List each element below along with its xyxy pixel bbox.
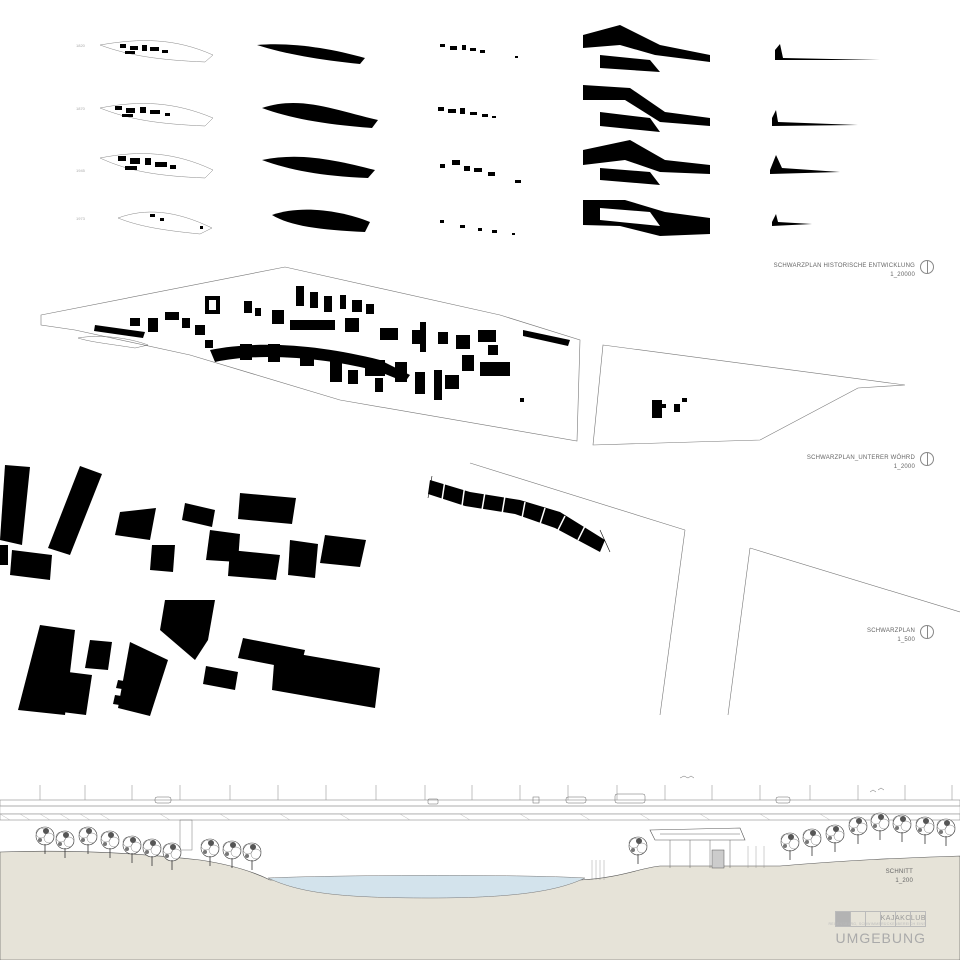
- year-label-4: 1973: [76, 216, 85, 221]
- label-island-scale: 1_2000: [893, 464, 915, 470]
- label-section-scale: 1_200: [895, 878, 913, 884]
- label-island-title: SCHWARZPLAN_UNTERER WÖHRD: [806, 455, 915, 461]
- river-1: [583, 25, 710, 62]
- section-drawing: [0, 775, 960, 960]
- historic-row-4: [117, 200, 812, 236]
- sheet-box: [910, 911, 926, 927]
- island-east-buildings: [652, 398, 687, 418]
- pontoon-bridge: [427, 475, 611, 553]
- north-arrow-icon: [920, 452, 934, 466]
- title-block: KAJAKCLUB REGENSBURG, SCHWIMMBRÜCKENBERE…: [828, 915, 926, 946]
- island-black-plan: [40, 266, 906, 446]
- label-historic-title: SCHWARZPLAN HISTORISCHE ENTWICKLUNG: [773, 263, 915, 269]
- label-section: SCHNITT 1_200: [886, 868, 913, 886]
- historic-row-1: [99, 25, 880, 72]
- year-label-3: 1945: [76, 168, 85, 173]
- bridge-deck: [0, 775, 960, 851]
- ground-section: [0, 850, 960, 960]
- label-historic-scale: 1_20000: [890, 272, 915, 278]
- island-outline-1: [99, 40, 214, 63]
- island-buildings: [94, 286, 570, 402]
- sheet-index-boxes: [835, 911, 926, 927]
- label-historic: SCHWARZPLAN HISTORISCHE ENTWICKLUNG 1_20…: [774, 262, 915, 280]
- kayak-club-building: [591, 827, 765, 880]
- river-water: [267, 875, 586, 899]
- project-name: KAJAKCLUB: [880, 915, 926, 922]
- label-island: SCHWARZPLAN_UNTERER WÖHRD 1_2000: [807, 454, 915, 472]
- north-arrow-icon: [920, 260, 934, 274]
- historic-row-2: [99, 85, 858, 132]
- year-label-2: 1870: [76, 106, 85, 111]
- label-section-title: SCHNITT: [885, 869, 913, 875]
- footprint-1: [257, 44, 365, 64]
- historic-row-3: [99, 140, 840, 185]
- historic-development-plans: [99, 25, 880, 236]
- project-subtitle: REGENSBURG, SCHWIMMBRÜCKENBEREICH EINS: [828, 922, 926, 926]
- label-detail: SCHWARZPLAN 1_500: [867, 627, 915, 645]
- label-detail-scale: 1_500: [897, 637, 915, 643]
- island-outline-east: [592, 344, 906, 446]
- sheet-title: UMGEBUNG: [835, 930, 926, 946]
- year-label-1: 1820: [76, 43, 85, 48]
- label-detail-title: SCHWARZPLAN: [867, 628, 915, 634]
- island-outline-west: [40, 266, 581, 442]
- north-arrow-icon: [920, 625, 934, 639]
- detail-black-plan: [0, 462, 960, 716]
